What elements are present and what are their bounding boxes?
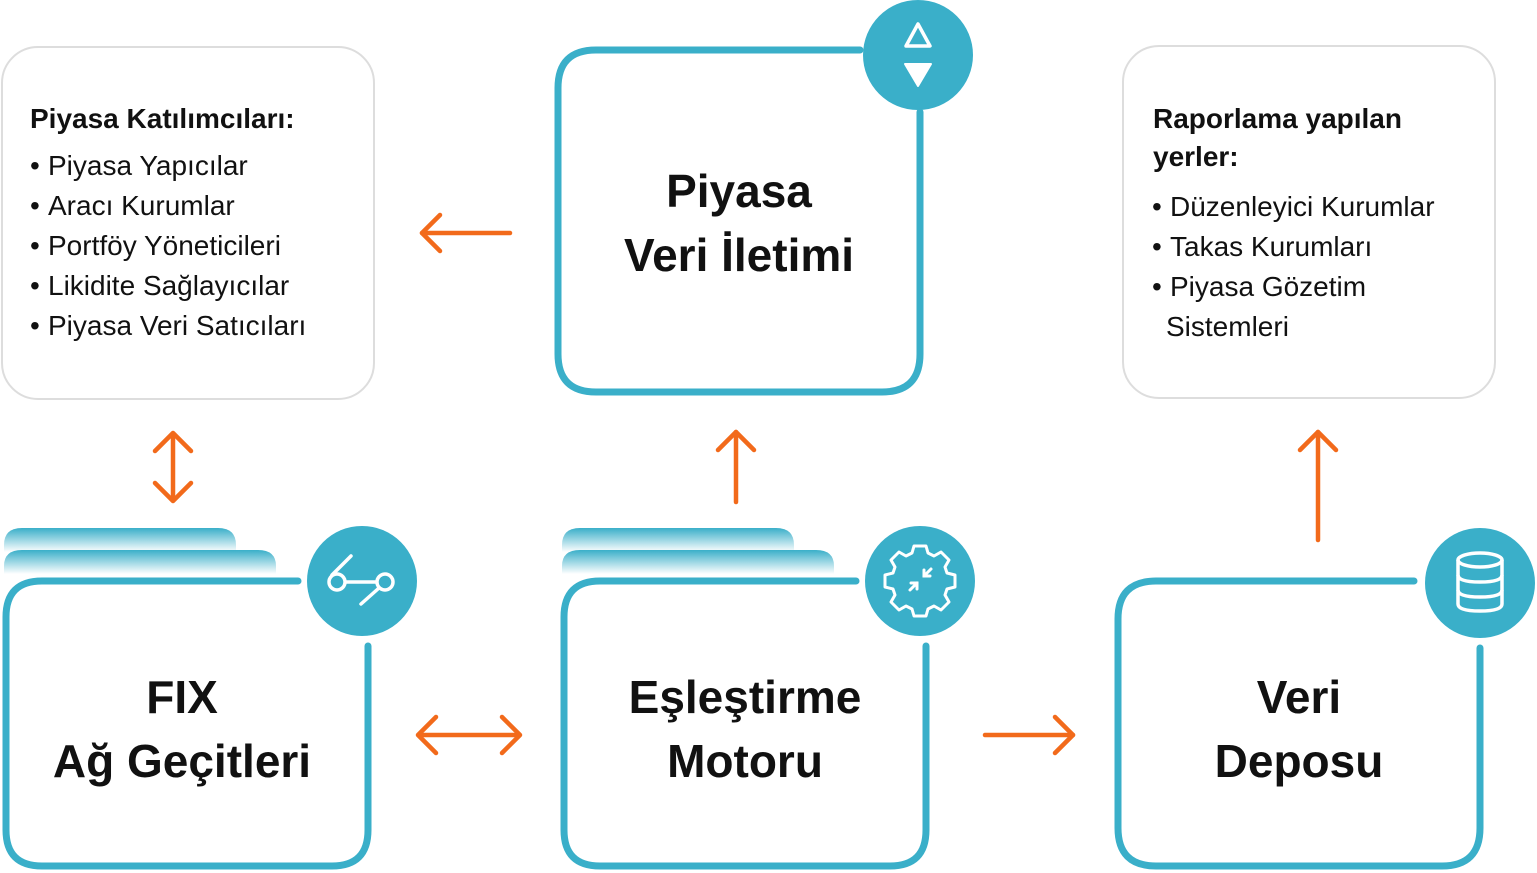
list-item: •Likidite Sağlayıcılar bbox=[30, 270, 290, 301]
matching-label: Eşleştirme Motoru bbox=[628, 671, 862, 787]
warehouse-box bbox=[1114, 577, 1484, 870]
list-item: •Takas Kurumları bbox=[1152, 231, 1373, 262]
participants-panel bbox=[1, 46, 375, 400]
list-item: •Düzenleyici Kurumlar bbox=[1152, 191, 1435, 222]
network-nodes-icon bbox=[307, 526, 417, 636]
fix-stack-tabs bbox=[4, 528, 276, 574]
list-item: •Piyasa Veri Satıcıları bbox=[30, 310, 307, 341]
fix-label: FIX Ağ Geçitleri bbox=[52, 671, 312, 787]
arrow-warehouse-to-reporting bbox=[1297, 429, 1339, 543]
list-item: •Piyasa Yapıcılar bbox=[30, 150, 248, 181]
up-down-triangles-icon bbox=[863, 0, 973, 110]
market-data-label: Piyasa Veri İletimi bbox=[623, 165, 855, 281]
gear-compress-icon bbox=[865, 526, 975, 636]
matching-stack-tabs bbox=[562, 528, 834, 574]
list-item: •Piyasa Gözetim bbox=[1152, 271, 1367, 302]
arrow-matching-to-market-data bbox=[715, 429, 757, 505]
participants-list: •Piyasa Yapıcılar •Aracı Kurumlar •Portf… bbox=[30, 146, 306, 346]
reporting-list: •Düzenleyici Kurumlar •Takas Kurumları •… bbox=[1152, 187, 1435, 347]
database-icon bbox=[1425, 528, 1535, 638]
list-item: Sistemleri bbox=[1166, 311, 1289, 342]
arrow-matching-to-warehouse bbox=[982, 714, 1076, 756]
reporting-panel bbox=[1122, 45, 1496, 399]
market-data-box bbox=[554, 46, 924, 396]
warehouse-label: Veri Deposu bbox=[1214, 671, 1384, 787]
arrow-fix-matching bbox=[415, 714, 523, 756]
list-item: •Aracı Kurumlar bbox=[30, 190, 235, 221]
reporting-title: Raporlama yapılan yerler: bbox=[1153, 103, 1402, 172]
participants-title: Piyasa Katılımcıları: bbox=[30, 103, 295, 134]
arrow-to-participants bbox=[419, 212, 513, 254]
matching-box bbox=[560, 577, 930, 870]
fix-box bbox=[2, 577, 372, 870]
list-item: •Portföy Yöneticileri bbox=[30, 230, 281, 261]
arrow-participants-fix bbox=[152, 430, 194, 504]
